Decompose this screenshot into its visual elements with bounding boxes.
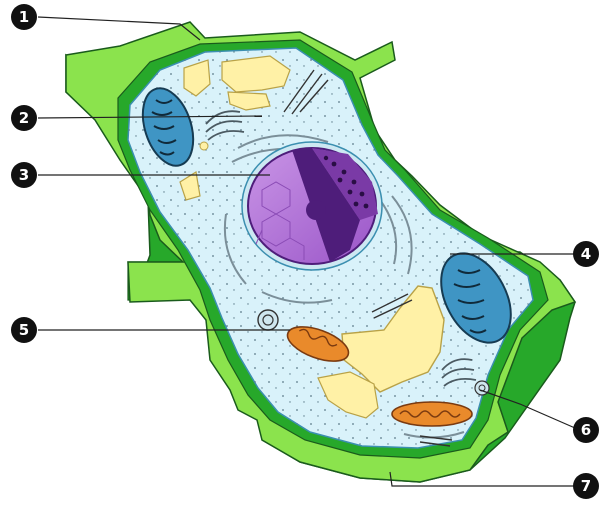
- callout-3: 3: [11, 162, 37, 188]
- callout-2: 2: [11, 105, 37, 131]
- callout-1: 1: [11, 4, 37, 30]
- callout-3-number: 3: [19, 166, 29, 184]
- callout-2-number: 2: [19, 109, 29, 127]
- callout-1-number: 1: [19, 8, 29, 26]
- mitochondrion-bottom: [392, 402, 472, 426]
- callout-5: 5: [11, 317, 37, 343]
- callout-7-number: 7: [581, 477, 591, 495]
- callout-7: 7: [573, 473, 599, 499]
- callout-6: 6: [573, 417, 599, 443]
- callout-4-number: 4: [581, 245, 591, 263]
- nucleus: [242, 142, 382, 270]
- nucleolus: [306, 200, 326, 220]
- callout-4: 4: [573, 241, 599, 267]
- callout-5-number: 5: [19, 321, 29, 339]
- callout-6-number: 6: [581, 421, 591, 439]
